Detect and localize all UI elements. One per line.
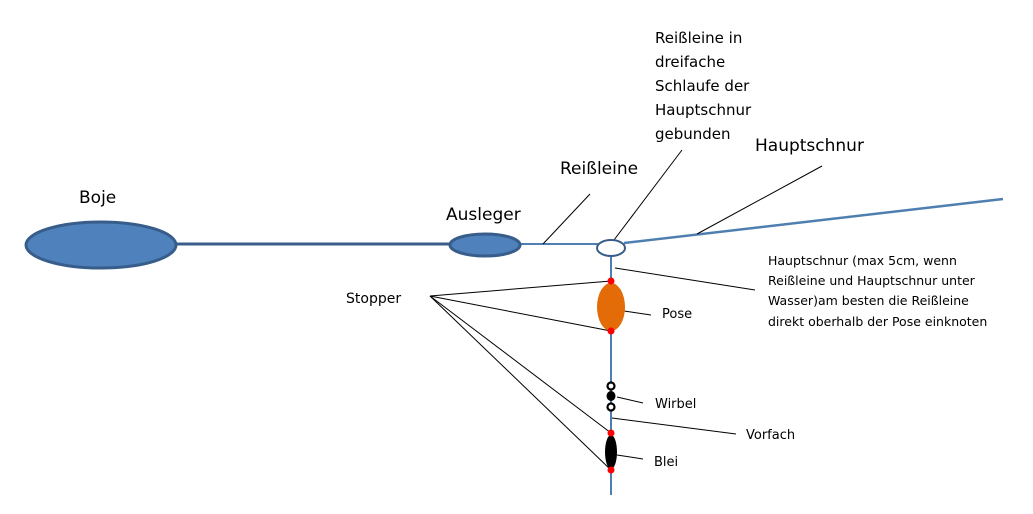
stopper-dot bbox=[607, 466, 615, 474]
label-schlaufe-line: Reißleine in bbox=[655, 29, 742, 47]
wirbel-body bbox=[606, 391, 616, 401]
hauptschnur-line bbox=[623, 197, 1004, 245]
label-blei: Blei bbox=[654, 455, 678, 470]
leader-stopper-4 bbox=[429, 295, 612, 471]
wirbel-ring-top bbox=[606, 381, 616, 391]
label-schlaufe-line: gebunden bbox=[655, 125, 731, 143]
leader-pose bbox=[623, 310, 652, 316]
leader-note bbox=[614, 267, 756, 291]
leader-vorfach bbox=[611, 417, 737, 435]
leader-stopper-2 bbox=[429, 295, 612, 332]
label-reissleine: Reißleine bbox=[560, 159, 638, 179]
label-note-line: Wasser)am besten die Reißleine bbox=[768, 293, 969, 308]
leader-hauptschnur bbox=[696, 165, 823, 235]
leader-blei bbox=[616, 454, 644, 460]
wirbel-ring-bottom bbox=[606, 402, 616, 412]
stopper-dot bbox=[607, 277, 615, 285]
label-note-line: Reißleine und Hauptschnur unter bbox=[768, 273, 976, 288]
label-vorfach: Vorfach bbox=[746, 428, 795, 443]
leader-lines bbox=[429, 149, 823, 471]
label-schlaufe-line: Hauptschnur bbox=[655, 101, 752, 119]
boje-buoy bbox=[24, 220, 178, 270]
leader-schlaufe bbox=[613, 149, 683, 241]
label-schlaufe: Reißleine in dreifache Schlaufe der Haup… bbox=[655, 29, 752, 143]
label-note-line: Hauptschnur (max 5cm, wenn bbox=[768, 253, 957, 268]
label-note-line: direkt oberhalb der Pose einknoten bbox=[768, 314, 987, 329]
label-wirbel: Wirbel bbox=[655, 397, 696, 412]
stopper-dot bbox=[607, 327, 615, 335]
pose-float bbox=[597, 283, 625, 331]
label-boje: Boje bbox=[79, 188, 116, 208]
label-note: Hauptschnur (max 5cm, wenn Reißleine und… bbox=[768, 253, 987, 329]
leader-wirbel bbox=[616, 396, 644, 404]
leader-stopper-3 bbox=[429, 295, 612, 434]
label-schlaufe-line: Schlaufe der bbox=[655, 77, 750, 95]
label-pose: Pose bbox=[662, 307, 692, 322]
blei-weight bbox=[605, 435, 617, 469]
stopper-dot bbox=[607, 429, 615, 437]
leader-reissleine bbox=[542, 193, 591, 245]
label-schlaufe-line: dreifache bbox=[655, 53, 725, 71]
ausleger-float bbox=[448, 232, 522, 258]
label-hauptschnur: Hauptschnur bbox=[755, 136, 864, 156]
label-ausleger: Ausleger bbox=[446, 205, 521, 225]
leader-stopper-1 bbox=[429, 280, 612, 297]
loop-ring bbox=[596, 239, 626, 257]
label-stopper: Stopper bbox=[346, 291, 401, 307]
